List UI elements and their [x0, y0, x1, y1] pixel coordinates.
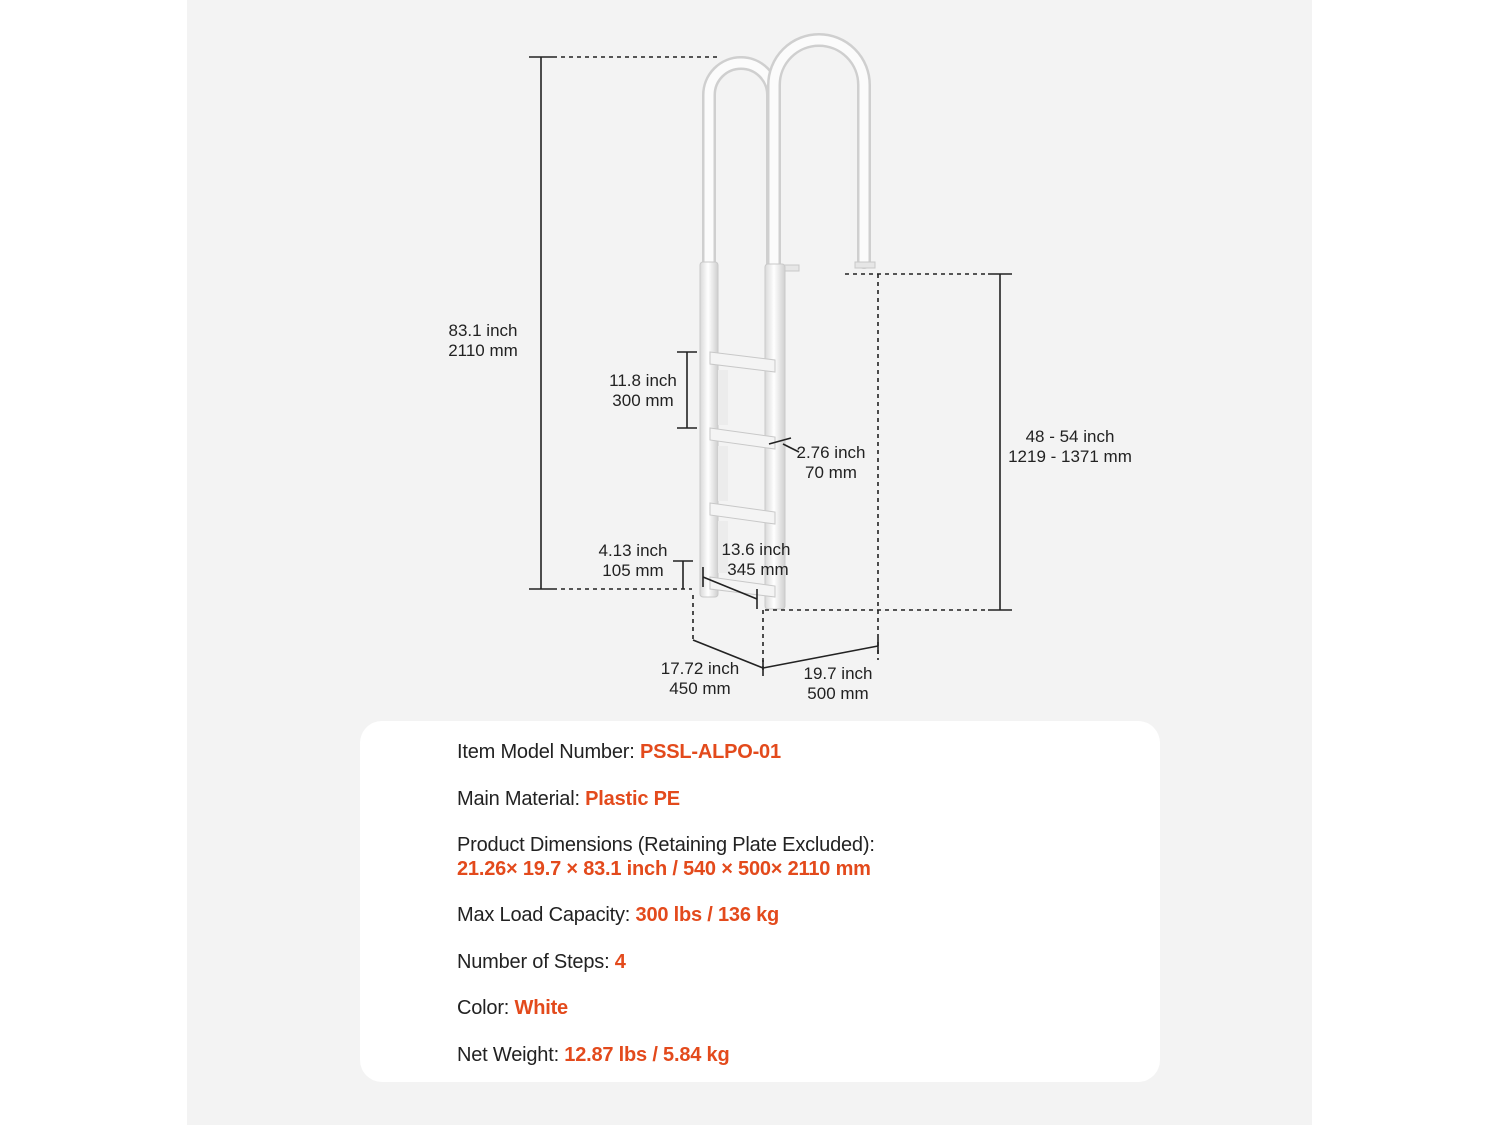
spec-dimensions-value: 21.26× 19.7 × 83.1 inch / 540 × 500× 211…: [457, 858, 871, 880]
spec-steps-label: Number of Steps:: [457, 951, 615, 973]
spec-load-value: 300 lbs / 136 kg: [635, 904, 780, 926]
spec-dimensions: Product Dimensions (Retaining Plate Excl…: [457, 833, 875, 881]
rung-spacing-inch: 11.8 inch: [609, 371, 677, 390]
base-depth-mm: 450 mm: [669, 679, 730, 698]
overall-height-inch: 83.1 inch: [449, 321, 518, 340]
rung-depth-inch: 2.76 inch: [797, 443, 866, 462]
base-depth-inch: 17.72 inch: [661, 659, 739, 678]
inner-width-mm: 345 mm: [727, 560, 788, 579]
spec-load: Max Load Capacity: 300 lbs / 136 kg: [457, 903, 779, 927]
base-width-mm: 500 mm: [807, 684, 868, 703]
spec-steps: Number of Steps: 4: [457, 950, 626, 974]
spec-model-value: PSSL-ALPO-01: [639, 741, 781, 763]
deck-height-inch: 48 - 54 inch: [1026, 427, 1115, 446]
spec-model-label: Item Model Number:: [457, 741, 640, 763]
inner-width-inch: 13.6 inch: [722, 540, 791, 559]
ladder-dimension-diagram: 83.1 inch 2110 mm 11.8 inch 300 mm 2.76 …: [448, 33, 1132, 703]
spec-model: Item Model Number: PSSL-ALPO-01: [457, 740, 781, 764]
product-panel: 83.1 inch 2110 mm 11.8 inch 300 mm 2.76 …: [187, 0, 1312, 1125]
spec-color: Color: White: [457, 996, 568, 1020]
rung-depth-mm: 70 mm: [805, 463, 857, 482]
spec-color-label: Color:: [457, 997, 515, 1019]
pool-ladder-image: [699, 33, 876, 610]
spec-dimensions-label: Product Dimensions (Retaining Plate Excl…: [457, 834, 875, 856]
overall-height-mm: 2110 mm: [448, 341, 518, 360]
bottom-offset-mm: 105 mm: [602, 561, 663, 580]
spec-material-value: Plastic PE: [585, 788, 680, 810]
bottom-offset-inch: 4.13 inch: [599, 541, 668, 560]
rung-spacing-mm: 300 mm: [612, 391, 673, 410]
spec-weight: Net Weight: 12.87 lbs / 5.84 kg: [457, 1043, 730, 1067]
base-width-inch: 19.7 inch: [804, 664, 873, 683]
dimension-lines: [529, 56, 1012, 676]
deck-height-mm: 1219 - 1371 mm: [1008, 447, 1132, 466]
spec-steps-value: 4: [614, 951, 626, 973]
spec-weight-label: Net Weight:: [457, 1044, 565, 1066]
spec-card: Item Model Number: PSSL-ALPO-01 Main Mat…: [360, 721, 1160, 1082]
spec-weight-value: 12.87 lbs / 5.84 kg: [564, 1044, 730, 1066]
spec-material: Main Material: Plastic PE: [457, 787, 680, 811]
spec-color-value: White: [514, 997, 569, 1019]
spec-load-label: Max Load Capacity:: [457, 904, 636, 926]
spec-material-label: Main Material:: [457, 788, 586, 810]
